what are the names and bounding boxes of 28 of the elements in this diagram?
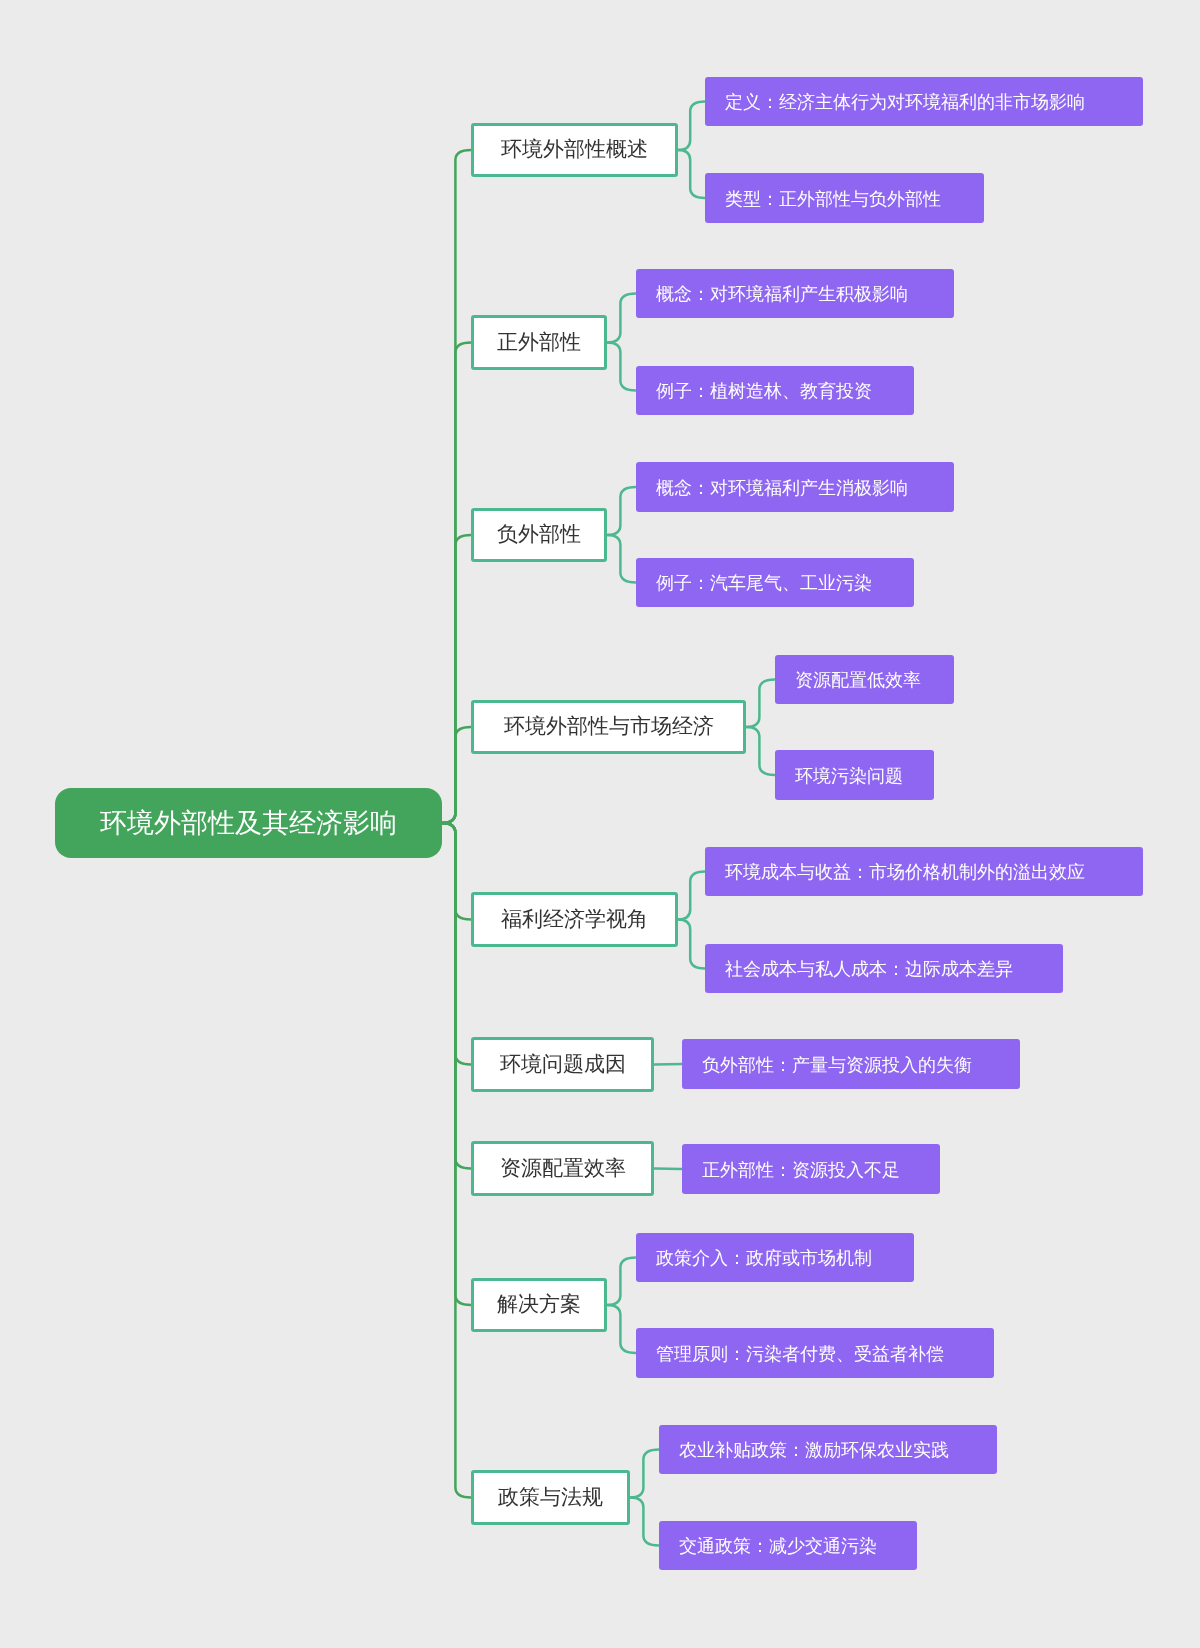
root-topic: 环境外部性及其经济影响 <box>55 788 442 858</box>
subtopic-box: 资源配置低效率 <box>775 655 954 704</box>
subtopic-box: 类型：正外部性与负外部性 <box>705 173 984 223</box>
topic-box: 环境外部性与市场经济 <box>471 700 746 754</box>
topic-box: 负外部性 <box>471 508 607 562</box>
subtopic-box: 管理原则：污染者付费、受益者补偿 <box>636 1328 994 1378</box>
subtopic-box: 概念：对环境福利产生消极影响 <box>636 462 954 512</box>
subtopic-box: 政策介入：政府或市场机制 <box>636 1233 914 1282</box>
topic-box: 解决方案 <box>471 1278 607 1332</box>
subtopic-box: 定义：经济主体行为对环境福利的非市场影响 <box>705 77 1143 126</box>
connector-line <box>653 1062 683 1066</box>
subtopic-box: 社会成本与私人成本：边际成本差异 <box>705 944 1063 993</box>
topic-box: 资源配置效率 <box>471 1141 654 1196</box>
subtopic-box: 交通政策：减少交通污染 <box>659 1521 917 1570</box>
topic-box: 正外部性 <box>471 315 607 370</box>
subtopic-box: 例子：汽车尾气、工业污染 <box>636 558 914 607</box>
subtopic-box: 正外部性：资源投入不足 <box>682 1144 940 1194</box>
subtopic-box: 负外部性：产量与资源投入的失衡 <box>682 1039 1020 1089</box>
subtopic-box: 例子：植树造林、教育投资 <box>636 366 914 415</box>
topic-box: 政策与法规 <box>471 1470 630 1525</box>
topic-box: 环境外部性概述 <box>471 123 678 177</box>
subtopic-box: 环境污染问题 <box>775 750 934 800</box>
connector-line <box>653 1167 683 1171</box>
subtopic-box: 农业补贴政策：激励环保农业实践 <box>659 1425 997 1474</box>
topic-box: 福利经济学视角 <box>471 892 678 947</box>
subtopic-box: 环境成本与收益：市场价格机制外的溢出效应 <box>705 847 1143 896</box>
topic-box: 环境问题成因 <box>471 1037 654 1092</box>
subtopic-box: 概念：对环境福利产生积极影响 <box>636 269 954 318</box>
